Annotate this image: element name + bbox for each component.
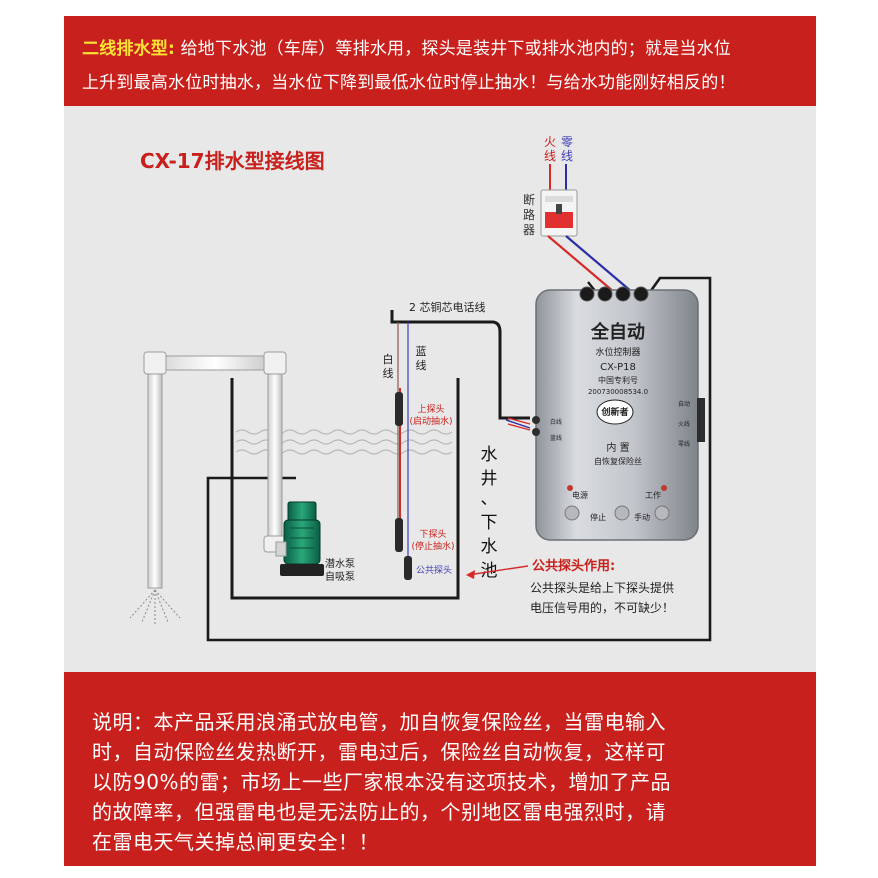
cable-label: 2 芯铜芯电话线: [409, 300, 486, 314]
upper-probe-label: 上探头: [417, 403, 444, 415]
white-wire-label-1: 白: [383, 352, 394, 366]
well-label-2: 井: [481, 469, 498, 489]
lower-probe-note: (停止抽水): [411, 540, 454, 552]
manual-label: 手动: [634, 512, 650, 522]
well-tank: [230, 378, 460, 600]
upper-probe: [395, 392, 403, 426]
telephone-cable: [390, 310, 530, 420]
footer-line-1: 说明：本产品采用浪涌式放电管，加自恢复保险丝，当雷电输入: [92, 710, 666, 734]
type-label: 二线排水型:: [82, 39, 175, 59]
footer-line-2: 时，自动保险丝发热断开，雷电过后，保险丝自动恢复，这样可: [92, 740, 666, 764]
common-probe-title: 公共探头作用:: [532, 558, 615, 574]
stop-label: 停止: [590, 512, 606, 522]
header-line-1: 二线排水型: 给地下水池（车库）等排水用，探头是装井下或排水池内的；就是当水位: [82, 34, 731, 59]
patent-number: 200730008534.0: [588, 388, 648, 396]
fuse-line-2: 自恢复保险丝: [594, 456, 642, 466]
cable-red-core: [507, 417, 531, 431]
common-probe-desc-1: 公共探头是给上下探头提供: [530, 580, 674, 595]
fuse-line-1: 内 置: [606, 441, 629, 454]
header-line-2: 上升到最高水位时抽水，当水位下降到最低水位时停止抽水！与给水功能刚好相反的！: [82, 73, 736, 93]
header-text-1: 给地下水池（车库）等排水用，探头是装井下或排水池内的；就是当水位: [180, 39, 732, 59]
top-banner: 二线排水型: 给地下水池（车库）等排水用，探头是装井下或排水池内的；就是当水位 …: [64, 16, 816, 106]
terminal-right-1: 自动: [678, 400, 690, 408]
footer-line-5: 在雷电天气关掉总闸更安全！！: [92, 830, 379, 854]
pump-label-1: 潜水泵: [325, 557, 355, 570]
diagram-title: CX-17排水型接线图: [140, 149, 325, 173]
terminal-left-2: 蓝线: [550, 434, 562, 442]
logo-text: 创新者: [600, 406, 628, 418]
live-wire-label-1: 火: [544, 135, 556, 149]
pump-label-2: 自吸泵: [325, 570, 355, 583]
breaker-label-2: 路: [523, 207, 535, 222]
pump-power-wire: [206, 276, 712, 642]
controller-brand: 全自动: [590, 321, 645, 343]
terminal-right-2: 火线: [678, 420, 690, 428]
white-wire-label-2: 线: [383, 366, 394, 380]
well-label-4: 下: [481, 513, 498, 533]
well-label-1: 水: [481, 445, 498, 465]
common-probe: [404, 556, 412, 580]
neutral-wire-label-1: 零: [561, 135, 573, 149]
upper-probe-note: (启动抽水): [409, 415, 452, 427]
brand-logo: [596, 399, 634, 425]
footer-line-4: 的故障率，但强雷电也是无法防止的，个别地区雷电强烈时，请: [92, 800, 666, 824]
blue-wire-label-2: 线: [416, 358, 427, 372]
common-probe-desc-2: 电压信号用的，不可缺少！: [530, 600, 674, 615]
neutral-wire-out: [565, 235, 633, 293]
live-wire-label-2: 线: [544, 149, 556, 163]
breaker-label-3: 器: [523, 223, 535, 237]
bottom-banner: 说明：本产品采用浪涌式放电管，加自恢复保险丝，当雷电输入 时，自动保险丝发热断开…: [64, 672, 816, 866]
footer-line-3: 以防90%的雷；市场上一些厂家根本没有这项技术，增加了产品: [92, 770, 671, 794]
callout-arrowhead: [466, 570, 475, 579]
outlet-pipe: [143, 351, 287, 589]
lower-probe-label: 下探头: [419, 528, 446, 540]
water-level-controller: [532, 286, 705, 541]
live-wire-out: [547, 235, 615, 293]
led-power-label: 电源: [572, 490, 588, 500]
circuit-breaker: [540, 189, 578, 237]
common-probe-label: 公共探头: [416, 564, 452, 576]
terminal-left-1: 白线: [550, 418, 562, 426]
well-label-3: 、: [481, 489, 498, 509]
terminal-right-3: 零线: [678, 440, 690, 448]
lower-probe: [395, 518, 403, 552]
water-spray: [129, 589, 181, 624]
led-work-label: 工作: [645, 490, 661, 500]
neutral-wire-label-2: 线: [561, 149, 573, 163]
callout-arrow: [467, 565, 529, 576]
cable-blue-core: [505, 419, 531, 429]
controller-model: CX-P18: [600, 362, 636, 373]
well-label-6: 池: [481, 561, 498, 581]
controller-name: 水位控制器: [595, 346, 640, 358]
well-label-5: 水: [481, 537, 498, 557]
breaker-label-1: 断: [523, 192, 535, 207]
submersible-pump: [275, 501, 324, 576]
blue-wire-label-1: 蓝: [416, 345, 427, 358]
patent-label: 中国专利号: [598, 375, 638, 385]
